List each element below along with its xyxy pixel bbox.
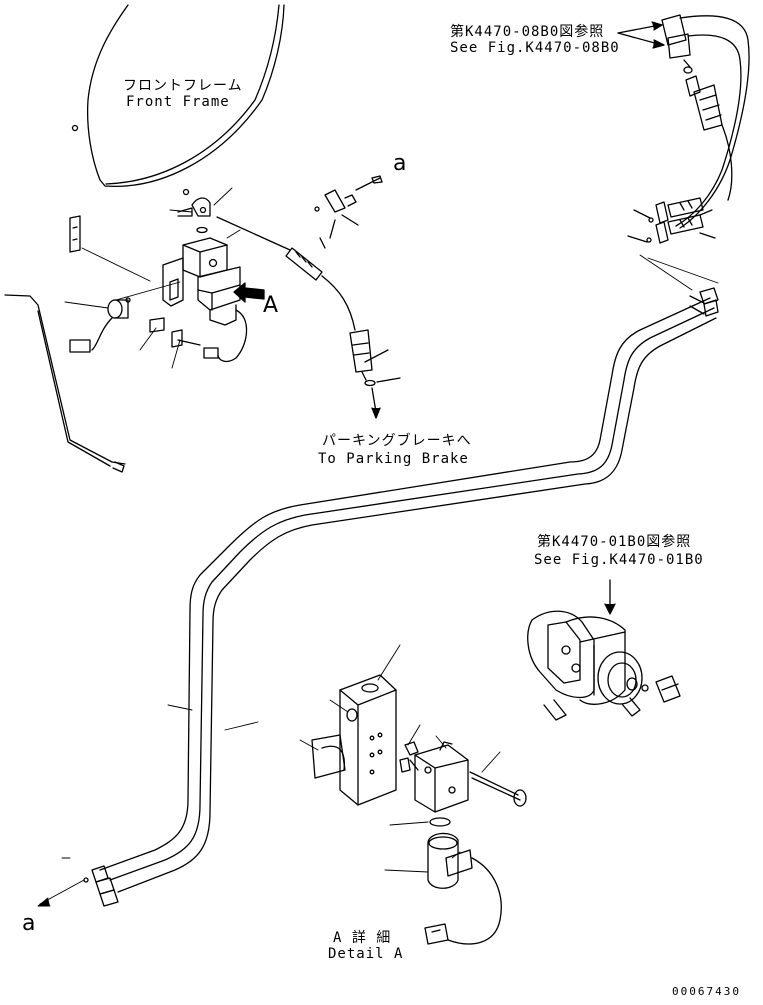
detail-a-assembly — [311, 674, 527, 945]
top-right-hoses — [627, 14, 750, 244]
view-a-label: A — [263, 293, 278, 318]
detail-a-label-jp: A 詳 細 — [333, 930, 391, 946]
parking-brake-label-jp: パーキングブレーキへ — [322, 432, 472, 449]
detail-a-leaders — [299, 644, 501, 873]
ref-mid-label-jp: 第K4470-01B0図参照 — [537, 533, 691, 550]
ref-top-label-jp: 第K4470-08B0図参照 — [450, 23, 604, 40]
leader-lines-valve — [64, 187, 241, 369]
ref-mid-label-en: See Fig.K4470-01B0 — [534, 552, 704, 568]
letter-a-bottom: a — [22, 911, 35, 936]
left-frame-rod — [4, 294, 126, 473]
main-pipes — [83, 287, 719, 907]
fitting-a-top — [314, 175, 383, 239]
ref-top-label-en: See Fig.K4470-08B0 — [450, 40, 620, 56]
parking-brake-hose — [216, 216, 401, 419]
drawing-number: 00067430 — [672, 985, 741, 998]
front-frame-label-en: Front Frame — [126, 94, 230, 110]
reference-arrows — [617, 21, 665, 49]
parking-brake-label-en: To Parking Brake — [318, 451, 469, 467]
pipe-label-leaders — [37, 704, 259, 907]
front-frame-outline — [71, 4, 285, 196]
detail-a-label-en: Detail A — [328, 946, 403, 962]
brake-valve — [527, 579, 681, 721]
front-frame-label-jp: フロントフレーム — [123, 78, 243, 94]
pipe-leader — [639, 254, 719, 291]
letter-a-top: a — [393, 151, 406, 176]
